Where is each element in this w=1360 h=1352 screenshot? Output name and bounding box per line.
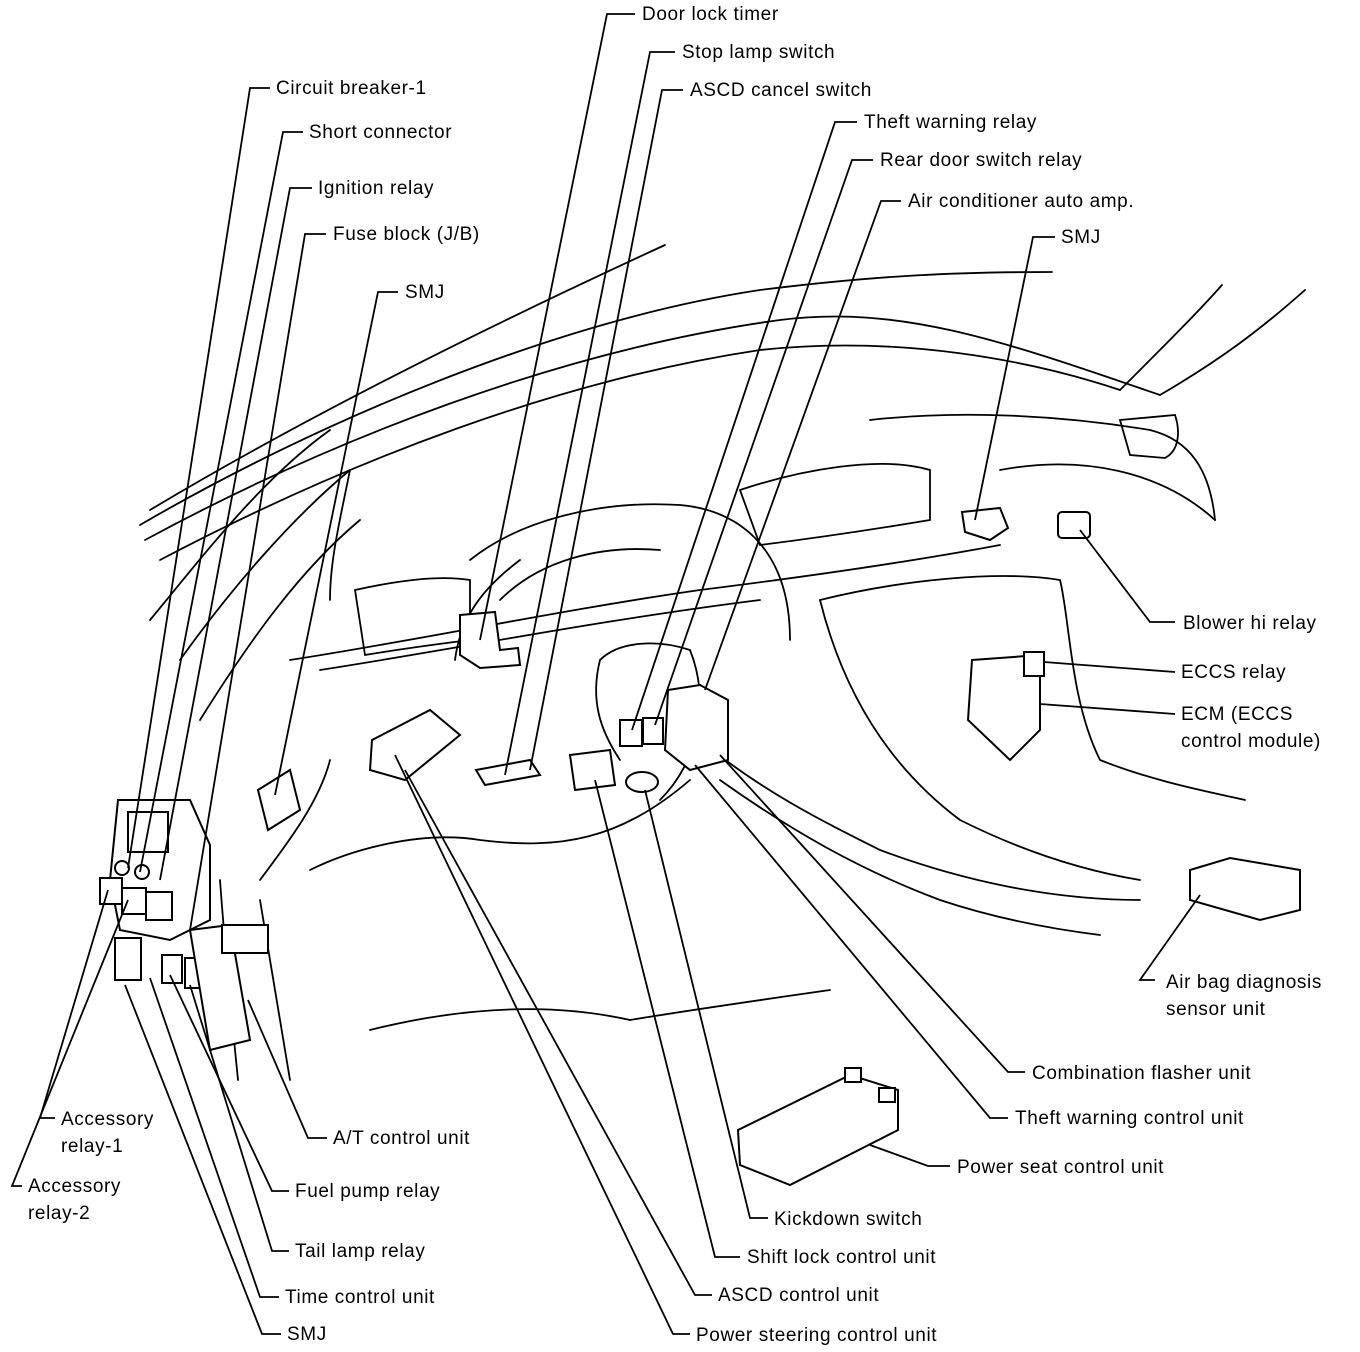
- label-tail-lamp-relay: Tail lamp relay: [295, 1241, 425, 1262]
- label-accessory-relay-1-line1: Accessory: [61, 1109, 154, 1130]
- label-fuel-pump-relay: Fuel pump relay: [295, 1181, 440, 1202]
- label-ascd-control-unit: ASCD control unit: [718, 1285, 879, 1306]
- label-ecm-line1: ECM (ECCS: [1181, 704, 1293, 725]
- label-short-connector: Short connector: [309, 122, 452, 143]
- label-accessory-relay-2-line2: relay-2: [28, 1203, 90, 1224]
- eccs-relay-part: [1023, 651, 1045, 677]
- label-circuit-breaker-1: Circuit breaker-1: [276, 78, 427, 99]
- blower-hi-relay-part: [1057, 511, 1091, 539]
- label-eccs-relay: ECCS relay: [1181, 662, 1286, 683]
- leader-lines: [10, 13, 1201, 1335]
- air-bag-diagnosis-unit-part: [1189, 856, 1301, 922]
- door-lock-timer-part: [459, 610, 522, 670]
- power-seat-tab-2: [878, 1087, 896, 1103]
- label-time-control-unit: Time control unit: [285, 1287, 435, 1308]
- air-conditioner-auto-amp-part: [663, 683, 729, 772]
- label-door-lock-timer: Door lock timer: [642, 4, 779, 25]
- label-stop-lamp-switch: Stop lamp switch: [682, 42, 835, 63]
- label-smj-left: SMJ: [405, 282, 445, 303]
- label-smj-bottom: SMJ: [287, 1324, 327, 1345]
- power-seat-control-unit-part: [736, 1073, 899, 1187]
- label-ascd-cancel-switch: ASCD cancel switch: [690, 80, 872, 101]
- label-ecm-line2: control module): [1181, 731, 1321, 752]
- label-theft-warning-control-unit: Theft warning control unit: [1015, 1108, 1244, 1129]
- kickdown-switch-part: [625, 771, 659, 793]
- label-at-control-unit: A/T control unit: [333, 1128, 470, 1149]
- theft-warning-relay-part: [619, 719, 643, 747]
- label-shift-lock-control-unit: Shift lock control unit: [747, 1247, 936, 1268]
- fuse-block-cluster: [99, 799, 211, 981]
- label-rear-door-switch-relay: Rear door switch relay: [880, 150, 1082, 171]
- label-accessory-relay-2-line1: Accessory: [28, 1176, 121, 1197]
- vehicle-body-outline: [139, 244, 1306, 1081]
- label-combination-flasher-unit: Combination flasher unit: [1032, 1063, 1251, 1084]
- label-theft-warning-relay: Theft warning relay: [864, 112, 1037, 133]
- labels: Door lock timer Stop lamp switch ASCD ca…: [28, 4, 1322, 1346]
- smj-connector-part: [221, 924, 269, 954]
- shift-lock-control-unit-part: [568, 748, 617, 792]
- components: [99, 506, 1301, 1187]
- label-air-bag-line2: sensor unit: [1166, 999, 1266, 1020]
- label-power-seat-control-unit: Power seat control unit: [957, 1157, 1164, 1178]
- power-seat-tab: [844, 1067, 862, 1083]
- label-air-bag-line1: Air bag diagnosis: [1166, 972, 1322, 993]
- label-fuse-block: Fuse block (J/B): [333, 224, 480, 245]
- label-blower-hi-relay: Blower hi relay: [1183, 613, 1317, 634]
- ascd-switch-part: [474, 758, 542, 787]
- label-kickdown-switch: Kickdown switch: [774, 1209, 922, 1230]
- label-ignition-relay: Ignition relay: [318, 178, 434, 199]
- label-smj-right: SMJ: [1061, 227, 1101, 248]
- label-power-steering-control-unit: Power steering control unit: [696, 1325, 937, 1346]
- label-accessory-relay-1-line2: relay-1: [61, 1136, 123, 1157]
- rear-door-switch-relay-part: [642, 717, 664, 745]
- label-air-conditioner-auto-amp: Air conditioner auto amp.: [908, 191, 1134, 212]
- fuel-pump-relay-part: [161, 954, 183, 984]
- at-control-unit-part: [188, 923, 252, 1052]
- power-steering-control-unit-part: [368, 708, 462, 782]
- smj-right-part: [960, 506, 1010, 542]
